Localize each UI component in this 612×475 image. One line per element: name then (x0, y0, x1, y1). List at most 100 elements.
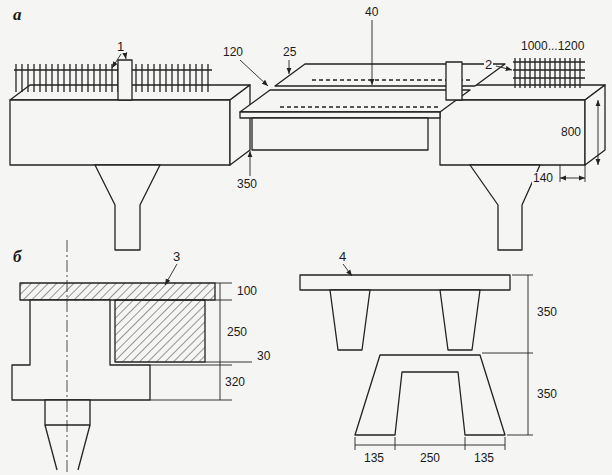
dimension-label: 40 (364, 6, 379, 18)
rebar-bar (33, 64, 34, 92)
rebar-bar (105, 64, 106, 92)
dimension-label: 350 (536, 306, 558, 318)
leader-line (372, 20, 373, 85)
far-panel (275, 64, 505, 86)
extension-line (482, 353, 533, 354)
rib-line (280, 106, 440, 107)
panel-flange (300, 275, 510, 290)
column (95, 165, 160, 250)
right-crossbeam (440, 85, 605, 250)
extension-line (585, 165, 586, 182)
beam-end (230, 85, 250, 165)
extension-line (395, 437, 396, 450)
callout-number: 3 (172, 250, 181, 263)
extension-line (215, 283, 232, 284)
rebar-mesh (513, 69, 585, 70)
near-panel (240, 90, 470, 112)
rebar-outlets (14, 58, 585, 92)
dimension-lines (112, 20, 598, 450)
panel-rib (330, 290, 370, 350)
dimension-label: 800 (560, 126, 582, 138)
dimension-label: 1000...1200 (520, 40, 585, 52)
leader-line (343, 264, 352, 276)
dimension-line (220, 283, 221, 400)
leader-line (496, 66, 512, 70)
rebar-bar (207, 64, 208, 92)
panel-rib (440, 290, 480, 350)
rebar-bar (63, 64, 64, 92)
dimension-label: 100 (236, 285, 258, 297)
column-edge (45, 425, 57, 470)
rebar-bar (87, 64, 88, 92)
dimension-label: 120 (222, 46, 244, 58)
rebar-bar (39, 64, 40, 92)
extension-line (150, 400, 232, 401)
rebar-bar (111, 64, 112, 92)
beam-end (585, 85, 605, 165)
support-section (355, 355, 505, 435)
rebar-bar (69, 64, 70, 92)
beam-front (440, 100, 585, 165)
rebar-bar (14, 69, 212, 70)
dimension-label: 25 (282, 46, 297, 58)
callout-number: 4 (338, 250, 347, 263)
rebar-bar (159, 64, 160, 92)
rebar-bar (183, 64, 184, 92)
rebar-bar (195, 64, 196, 92)
dimension-label: 250 (419, 452, 441, 464)
dimension-label: 350 (236, 178, 258, 190)
panel-rib (252, 118, 428, 150)
extension-line (512, 275, 533, 276)
rebar-bar (147, 64, 148, 92)
column (470, 165, 540, 250)
leader-line (240, 60, 268, 86)
column-head (118, 60, 132, 100)
dimension-label: 135 (473, 452, 495, 464)
rebar-bar (57, 64, 58, 92)
rebar-bar (45, 64, 46, 92)
left-crossbeam (10, 85, 250, 250)
extension-line (560, 165, 561, 182)
dimension-line (355, 445, 505, 446)
extension-line (465, 437, 466, 450)
extension-line (150, 365, 232, 366)
extension-line (215, 300, 232, 301)
rebar-mesh (513, 61, 585, 62)
panel-section (300, 275, 510, 435)
dimension-label: 140 (532, 172, 554, 184)
rebar-bar (165, 64, 166, 92)
column-head (446, 62, 462, 100)
rebar-bar (51, 64, 52, 92)
panel-rib-section (115, 300, 205, 362)
extension-line (355, 437, 356, 450)
dimension-line (528, 275, 529, 435)
dimension-line (560, 178, 585, 179)
rebar-bar (177, 64, 178, 92)
view-letter: а (12, 6, 23, 23)
dimension-line (598, 100, 599, 165)
extension-line (507, 435, 533, 436)
rebar-bar (93, 64, 94, 92)
extension-line (205, 362, 252, 363)
dimension-label: 350 (536, 388, 558, 400)
slab-section (20, 283, 215, 300)
rebar-bar (27, 64, 28, 92)
rebar-bar (15, 64, 16, 92)
rebar-bar (21, 64, 22, 92)
extension-line (505, 437, 506, 450)
rebar-bar (99, 64, 100, 92)
leader-line (112, 54, 121, 68)
dimension-label: 250 (226, 326, 248, 338)
view-letter: б (12, 248, 22, 265)
rebar-bar (171, 64, 172, 92)
callout-number: 1 (116, 40, 125, 53)
dimension-label: 30 (256, 350, 271, 362)
rebar-bar (201, 64, 202, 92)
leader-line (125, 54, 126, 59)
callout-number: 2 (484, 58, 493, 71)
leader-line (289, 60, 290, 74)
panel-edge (240, 112, 440, 118)
